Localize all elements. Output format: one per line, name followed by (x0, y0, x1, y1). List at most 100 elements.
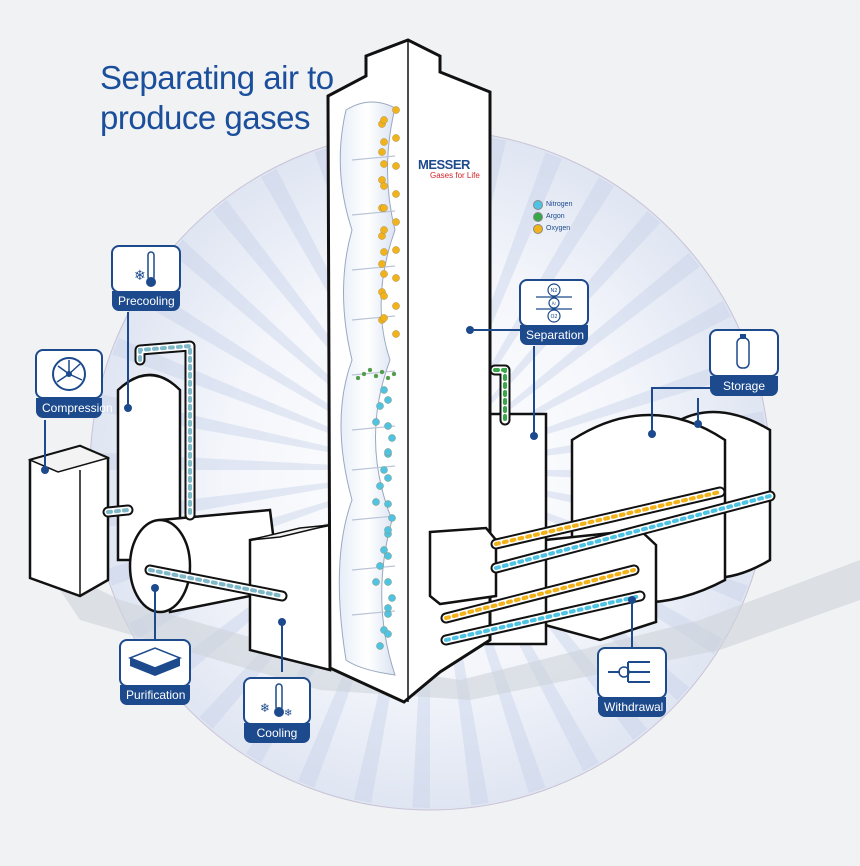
ground-shadow (40, 560, 860, 700)
fan-icon (52, 357, 86, 391)
gas-molecule (372, 498, 380, 506)
snowflake-icon: ❄ (260, 701, 270, 715)
compression-label: Compression (36, 398, 113, 418)
gas-molecule (355, 375, 361, 381)
gas-molecule (380, 204, 388, 212)
pipe-flow (444, 568, 636, 620)
gas-molecule (376, 642, 384, 650)
column-tray (351, 465, 396, 471)
pipe-flow (444, 594, 642, 642)
gas-molecule (372, 418, 380, 426)
gas-molecule (384, 578, 392, 586)
snowflake-icon: ❄ (134, 268, 146, 284)
gas-molecule (388, 594, 396, 602)
legend-item-argon: Argon (533, 211, 572, 223)
gas-molecule (380, 160, 388, 168)
purification-icon-card (119, 639, 191, 687)
column-tray (351, 515, 396, 521)
pipe-flow (138, 343, 192, 517)
leader-lines (44, 312, 710, 672)
gas-molecule (384, 396, 392, 404)
column-tray (351, 315, 396, 321)
cooling-label: Cooling (244, 723, 310, 743)
column-tray (351, 265, 396, 271)
pipe-flow (494, 490, 722, 546)
gas-molecule (384, 500, 392, 508)
gas-molecule (392, 162, 400, 170)
svg-text:O2: O2 (550, 314, 557, 320)
gas-molecule (376, 482, 384, 490)
storage-leader-1 (651, 387, 710, 434)
gas-molecule (378, 148, 386, 156)
gas-molecule (372, 578, 380, 586)
gas-molecule (392, 190, 400, 198)
gas-molecule (384, 474, 392, 482)
gas-molecule (384, 630, 392, 638)
column-tray (351, 210, 396, 216)
cooling-box (248, 523, 332, 672)
gas-molecule (392, 274, 400, 282)
storage-label: Storage (710, 376, 778, 396)
purification-label: Purification (120, 685, 190, 705)
pipe-flow (494, 494, 772, 570)
legend-item-oxygen: Oxygen (533, 223, 572, 235)
gas-molecule (388, 434, 396, 442)
argon-dot-icon (533, 212, 543, 222)
legend-item-nitrogen: Nitrogen (533, 199, 572, 211)
nitrogen-symbol-icon (547, 283, 561, 297)
gas-legend: Nitrogen Argon Oxygen (533, 199, 572, 235)
snowflake-icon-small: ❄ (284, 708, 292, 719)
pipe-flow (148, 568, 284, 598)
page-title: Separating air to produce gases (100, 58, 334, 138)
gas-molecule (380, 116, 388, 124)
gas-molecule (380, 314, 388, 322)
gas-molecule (380, 466, 388, 474)
column-tray (351, 565, 396, 571)
gas-molecule (379, 369, 385, 375)
legend-label: Nitrogen (546, 201, 573, 208)
precooling-icon-card: ❄ (111, 245, 181, 293)
pipe-flow (493, 368, 507, 422)
manifold-icon (608, 661, 650, 683)
gas-molecule (367, 367, 373, 373)
gas-molecule (380, 546, 388, 554)
precooling-label: Precooling (112, 291, 180, 311)
gas-molecule (392, 218, 400, 226)
gas-molecule (385, 375, 391, 381)
gas-molecule (384, 422, 392, 430)
storage-icon-card (709, 329, 779, 377)
svg-text:Ar: Ar (552, 301, 557, 306)
oxygen-symbol-icon (547, 309, 561, 323)
gas-molecule (361, 371, 367, 377)
brand-name: MESSER (418, 157, 470, 172)
gas-molecule (392, 134, 400, 142)
nitrogen-dot-icon (533, 200, 543, 210)
gas-pipes (102, 340, 776, 646)
gas-molecule (380, 386, 388, 394)
brand-tagline: Gases for Life (430, 171, 480, 180)
gas-molecule (380, 292, 388, 300)
gas-molecule (391, 371, 397, 377)
separation-icon-card: N2 Ar O2 (519, 279, 589, 327)
separation-front-box (428, 526, 498, 606)
withdrawal-label: Withdrawal (598, 697, 666, 717)
argon-symbol-icon (548, 297, 560, 309)
legend-label: Argon (546, 213, 565, 220)
gas-molecule (392, 330, 400, 338)
column-tray (351, 370, 396, 376)
gas-molecule (384, 526, 392, 534)
withdrawal-icon-card (597, 647, 667, 699)
column-molecules (355, 106, 400, 650)
gas-molecule (380, 248, 388, 256)
svg-text:N2: N2 (551, 288, 558, 294)
gas-molecule (373, 373, 379, 379)
gas-molecule (392, 106, 400, 114)
gas-molecule (376, 402, 384, 410)
column-tray (351, 155, 396, 161)
leader-dots (41, 326, 702, 626)
gas-molecule (392, 302, 400, 310)
gas-molecule (384, 552, 392, 560)
legend-label: Oxygen (546, 225, 571, 232)
oxygen-dot-icon (533, 224, 543, 234)
